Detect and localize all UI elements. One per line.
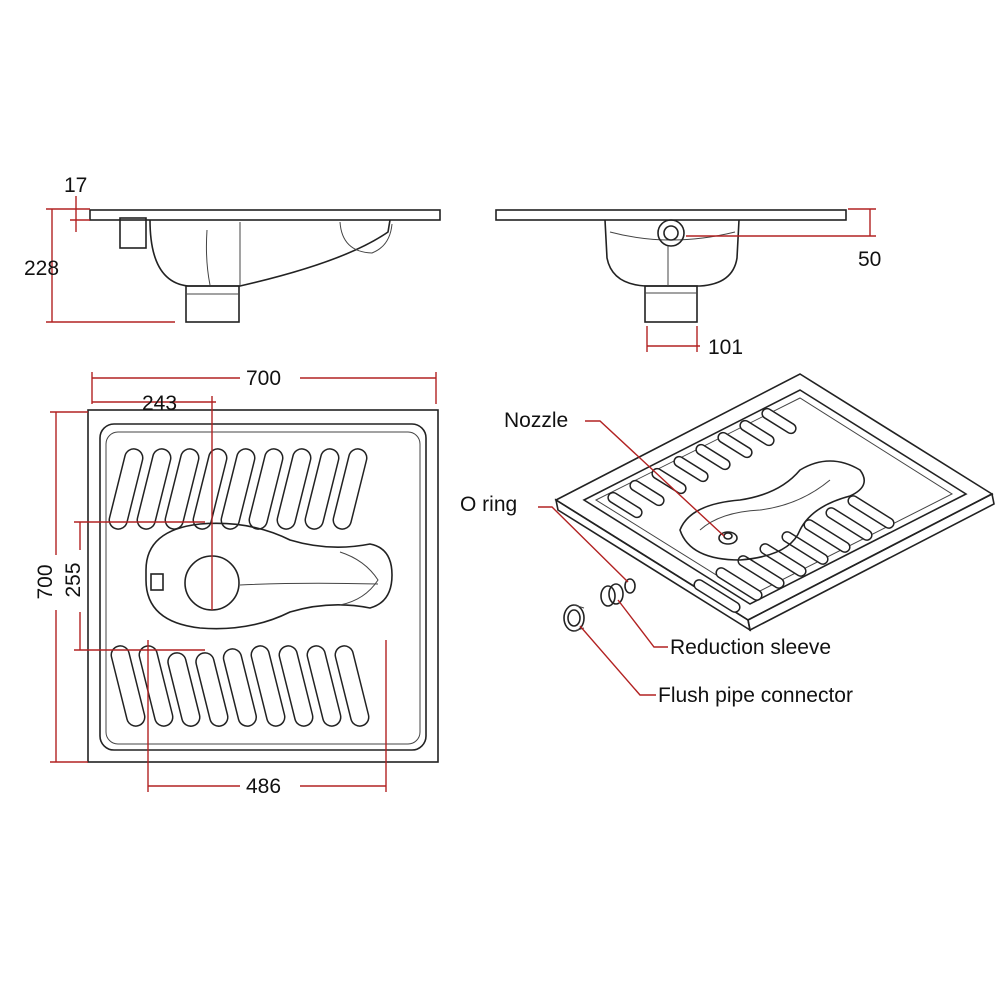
flush-pipe-connector-callout: Flush pipe connector	[658, 684, 853, 707]
total-height-label: 228	[24, 257, 59, 280]
nozzle-callout: Nozzle	[504, 409, 568, 432]
front-view-rim	[495, 209, 847, 221]
reduction-sleeve-leader	[617, 599, 668, 648]
overall-depth-label: 700	[34, 564, 57, 599]
upper-slots	[108, 448, 368, 530]
side-view: 17 228	[24, 174, 441, 323]
front-view-outlet-pipe	[644, 285, 698, 323]
reduction-sleeve-callout: Reduction sleeve	[670, 636, 831, 659]
flush-pipe-connector-leader	[579, 625, 656, 696]
o-ring-callout: O ring	[460, 493, 517, 516]
plan-view: 700 243 700 255 486	[34, 367, 439, 798]
reduction-sleeve-part	[600, 585, 616, 607]
overall-width-label: 700	[246, 367, 281, 390]
isometric-nozzle	[718, 531, 738, 545]
isometric-tray	[582, 389, 968, 605]
front-view-bowl	[604, 219, 740, 287]
outlet-diameter-label: 101	[708, 336, 743, 359]
inlet-height-label: 50	[858, 248, 881, 271]
drain-offset-label: 243	[142, 392, 177, 415]
plan-view-inlet	[150, 573, 164, 591]
isometric-upper-slots	[607, 407, 797, 519]
plan-view-outline	[87, 409, 439, 763]
side-view-rim	[89, 209, 441, 221]
pan-opening	[145, 522, 393, 630]
pan-opening-label: 255	[62, 562, 85, 597]
o-ring-part	[624, 578, 636, 594]
isometric-pan	[679, 460, 866, 561]
front-view-inlet-ring	[657, 219, 685, 247]
nozzle-leader	[585, 420, 725, 537]
front-view: 50 101	[495, 208, 881, 359]
lower-slots	[110, 645, 370, 727]
side-view-bowl	[149, 219, 391, 287]
slot-span-label: 486	[246, 775, 281, 798]
plan-view-tray	[99, 423, 427, 751]
side-view-inlet	[119, 217, 147, 249]
side-view-outlet-pipe	[185, 285, 240, 323]
o-ring-leader	[538, 506, 629, 583]
rim-thickness-label: 17	[64, 174, 87, 197]
isometric-view: Nozzle O ring Reduction sleeve Flush pip…	[460, 373, 995, 707]
